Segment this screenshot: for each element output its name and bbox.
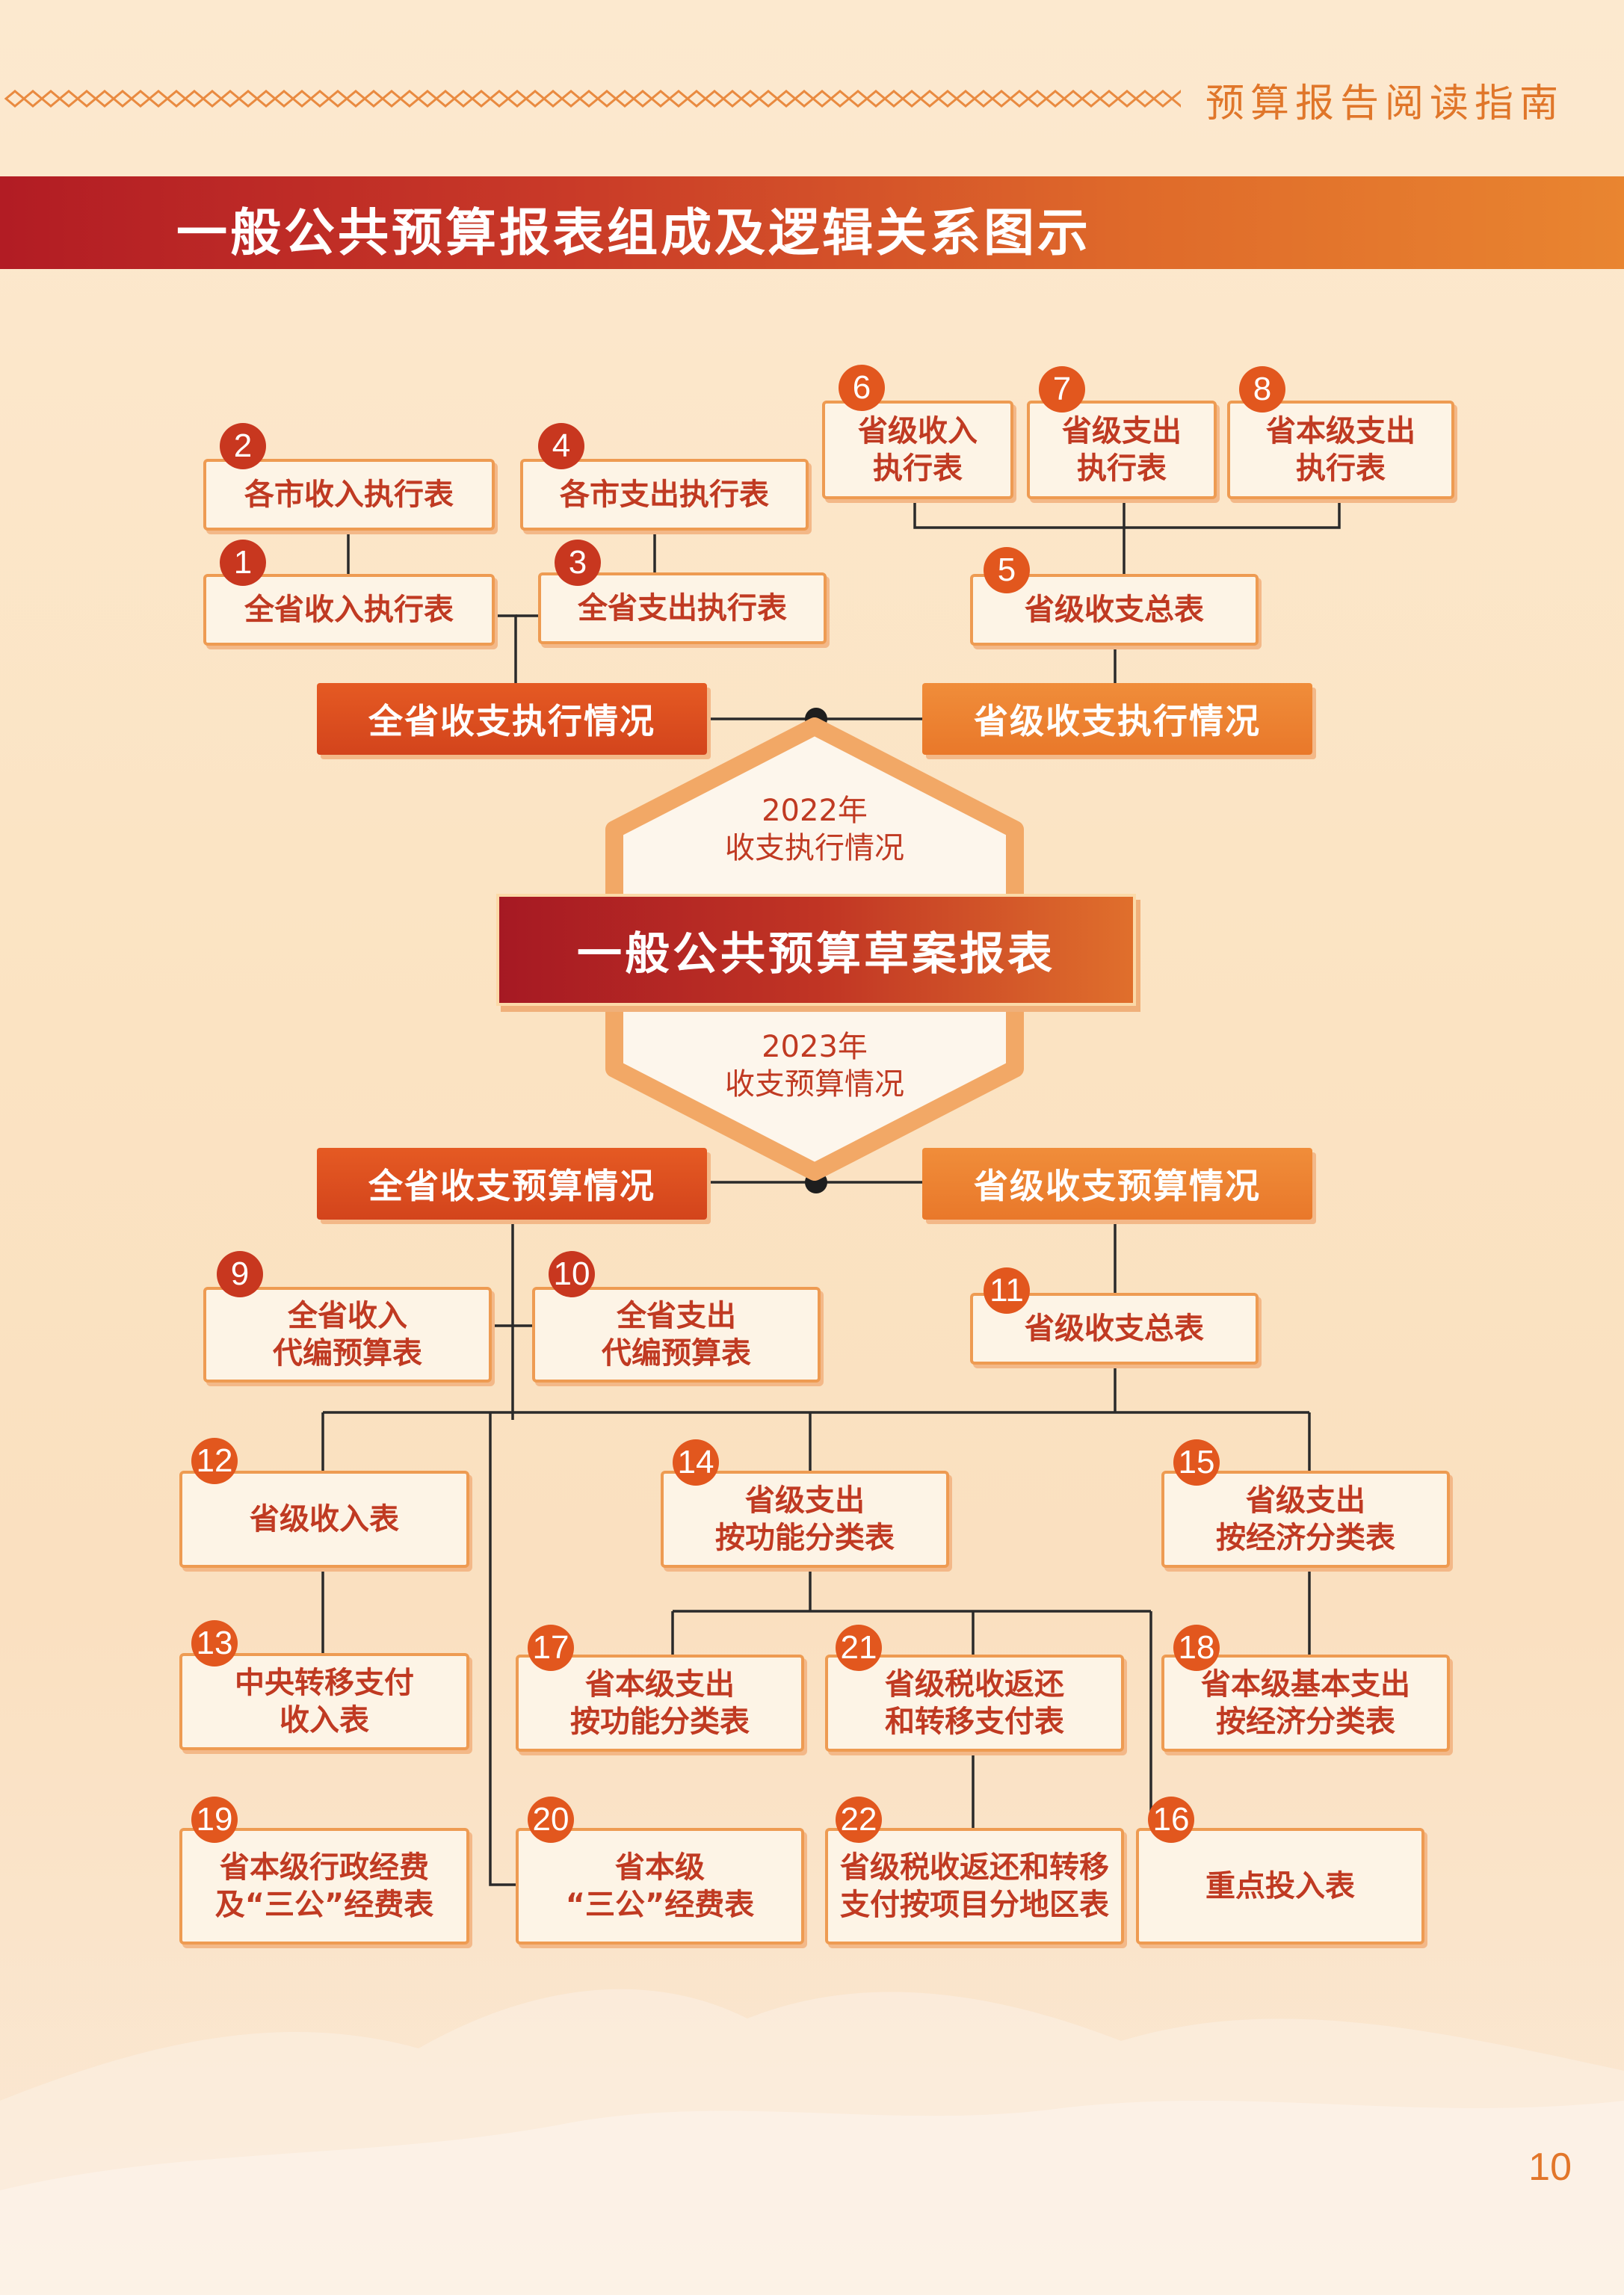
table-box-12: 省级收入表	[179, 1471, 469, 1568]
table-box-19: 省本级行政经费 及“三公”经费表	[179, 1828, 469, 1945]
title-banner	[0, 176, 1624, 269]
badge-19: 19	[191, 1797, 238, 1843]
badge-8: 8	[1239, 366, 1285, 413]
badge-10: 10	[549, 1251, 595, 1297]
badge-12: 12	[191, 1438, 238, 1484]
section-province-exec: 全省收支执行情况	[317, 683, 707, 755]
badge-2: 2	[220, 423, 266, 469]
table-box-14: 省级支出 按功能分类表	[661, 1471, 949, 1568]
badge-16: 16	[1148, 1797, 1194, 1843]
section-prov-level-exec: 省级收支执行情况	[922, 683, 1312, 755]
badge-18: 18	[1173, 1625, 1220, 1671]
diamond-pattern-decoration	[4, 90, 1181, 108]
badge-5: 5	[984, 547, 1030, 593]
badge-21: 21	[836, 1625, 882, 1671]
table-box-4: 各市支出执行表	[520, 459, 809, 531]
table-box-21: 省级税收返还 和转移支付表	[825, 1655, 1124, 1752]
table-box-20: 省本级 “三公”经费表	[516, 1828, 804, 1945]
section-prov-level-budget: 省级收支预算情况	[922, 1148, 1312, 1220]
table-box-18: 省本级基本支出 按经济分类表	[1161, 1655, 1450, 1752]
badge-11: 11	[984, 1267, 1030, 1314]
badge-9: 9	[217, 1251, 263, 1297]
table-box-16: 重点投入表	[1136, 1828, 1424, 1945]
badge-13: 13	[191, 1620, 238, 1667]
guide-title: 预算报告阅读指南	[1205, 81, 1564, 126]
section-province-budget: 全省收支预算情况	[317, 1148, 707, 1220]
table-box-3: 全省支出执行表	[538, 572, 827, 644]
badge-3: 3	[555, 540, 601, 586]
badge-1: 1	[220, 540, 266, 586]
page-number: 10	[1528, 2146, 1572, 2189]
table-box-17: 省本级支出 按功能分类表	[516, 1655, 804, 1752]
table-box-15: 省级支出 按经济分类表	[1161, 1471, 1450, 1568]
table-box-10: 全省支出 代编预算表	[532, 1287, 821, 1383]
table-box-22: 省级税收返还和转移 支付按项目分地区表	[825, 1828, 1124, 1945]
central-title-box: 一般公共预算草案报表	[496, 894, 1136, 1006]
upper-year-label: 2022年 收支执行情况	[725, 794, 904, 865]
badge-14: 14	[673, 1439, 719, 1486]
badge-4: 4	[538, 423, 584, 469]
badge-15: 15	[1173, 1439, 1220, 1486]
badge-22: 22	[836, 1797, 882, 1843]
table-box-6: 省级收入 执行表	[822, 401, 1013, 499]
banner-title: 一般公共预算报表组成及逻辑关系图示	[176, 204, 1092, 263]
table-box-9: 全省收入 代编预算表	[203, 1287, 492, 1383]
table-box-7: 省级支出 执行表	[1027, 401, 1217, 499]
table-box-2: 各市收入执行表	[203, 459, 495, 531]
table-box-13: 中央转移支付 收入表	[179, 1653, 469, 1750]
badge-7: 7	[1039, 366, 1085, 413]
background-mountains	[0, 1989, 1624, 2295]
lower-year-label: 2023年 收支预算情况	[725, 1030, 904, 1102]
badge-20: 20	[528, 1797, 574, 1843]
table-box-8: 省本级支出 执行表	[1227, 401, 1454, 499]
badge-6: 6	[839, 365, 885, 411]
table-box-1: 全省收入执行表	[203, 574, 495, 646]
badge-17: 17	[528, 1625, 574, 1671]
